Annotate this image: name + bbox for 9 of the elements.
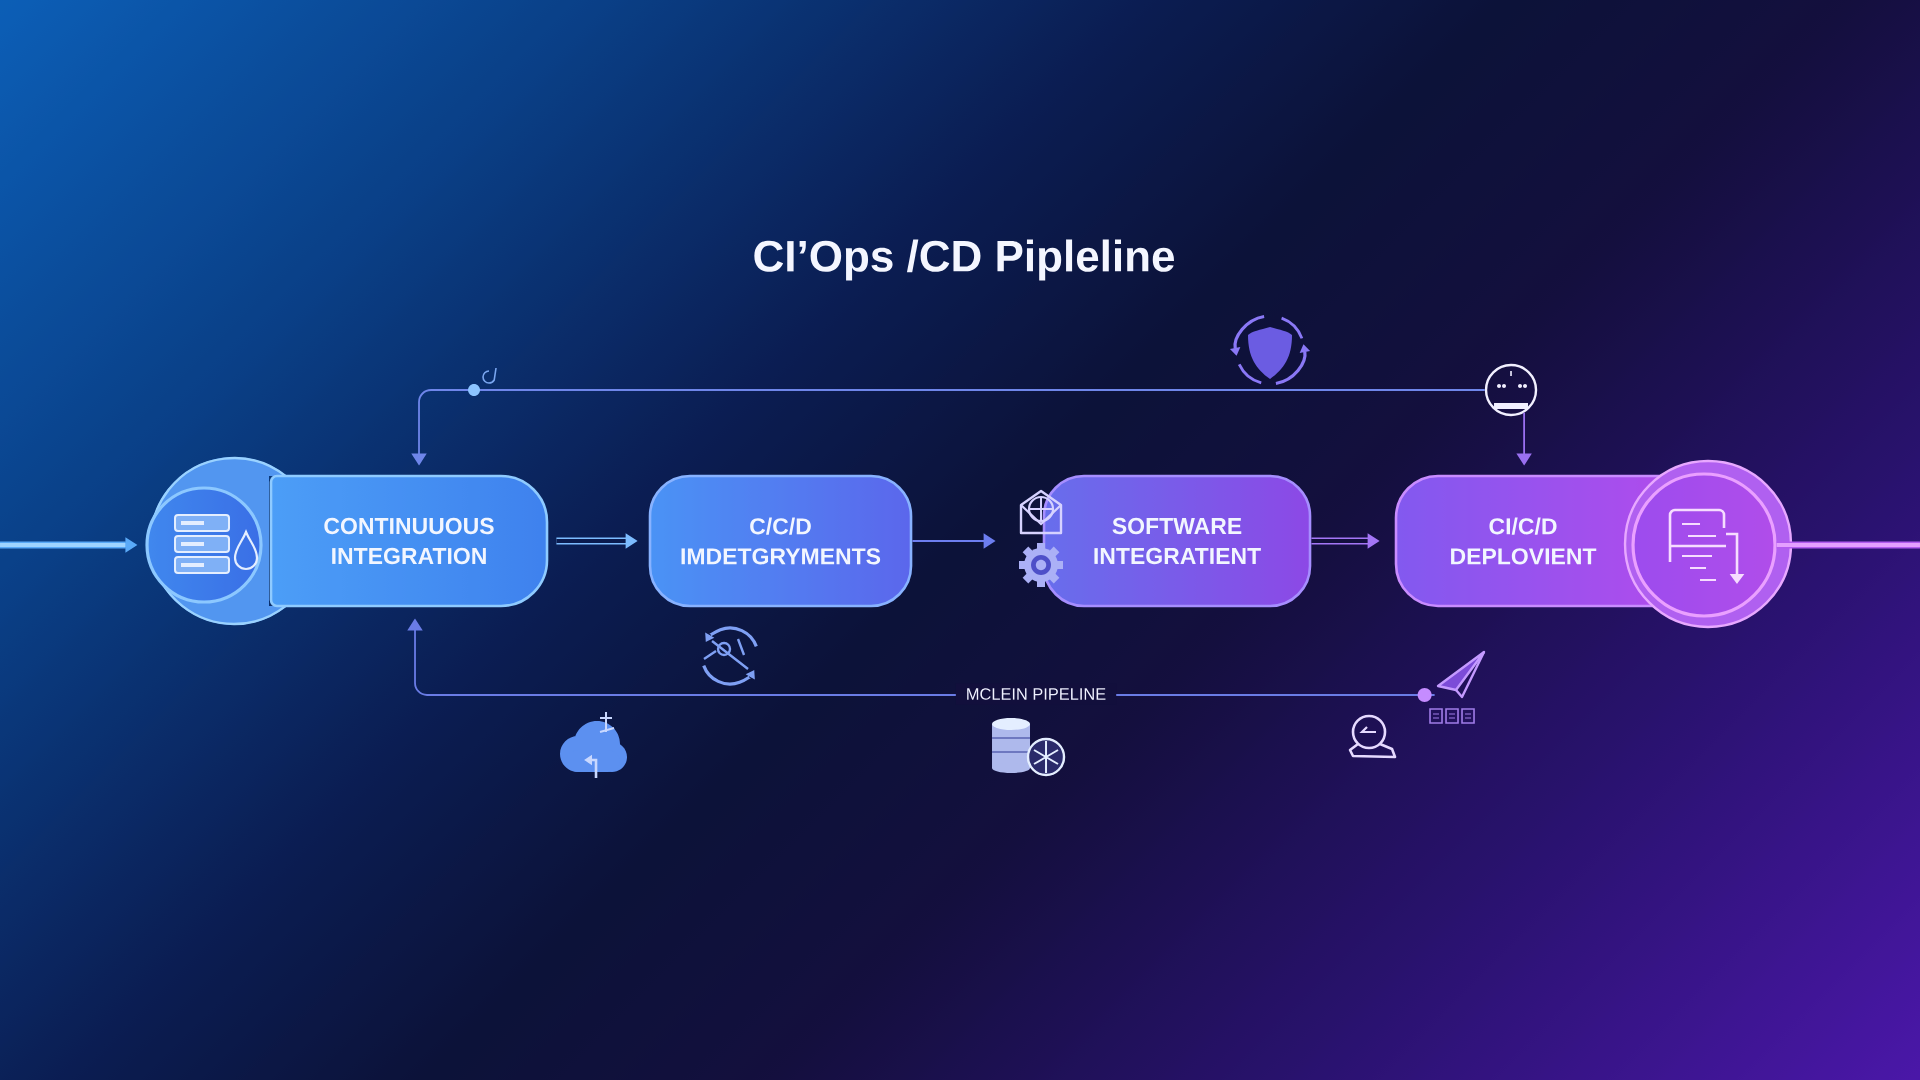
process-box: C/C/D IMDETGRYMENTS — [648, 474, 913, 608]
process-box: SOFTWARE INTEGRATIENT — [1042, 474, 1312, 608]
gauge-icon — [1484, 363, 1538, 417]
edge-label: MCLEIN PIPELINE — [955, 683, 1117, 705]
title: CI’Ops /CD Pipleline — [754, 239, 1174, 281]
connector-line — [1776, 541, 1920, 549]
icon-circle — [1623, 459, 1793, 629]
process-box: CONTINUUOUS INTEGRATION — [269, 474, 549, 608]
paper-plane-icon — [1436, 650, 1486, 699]
